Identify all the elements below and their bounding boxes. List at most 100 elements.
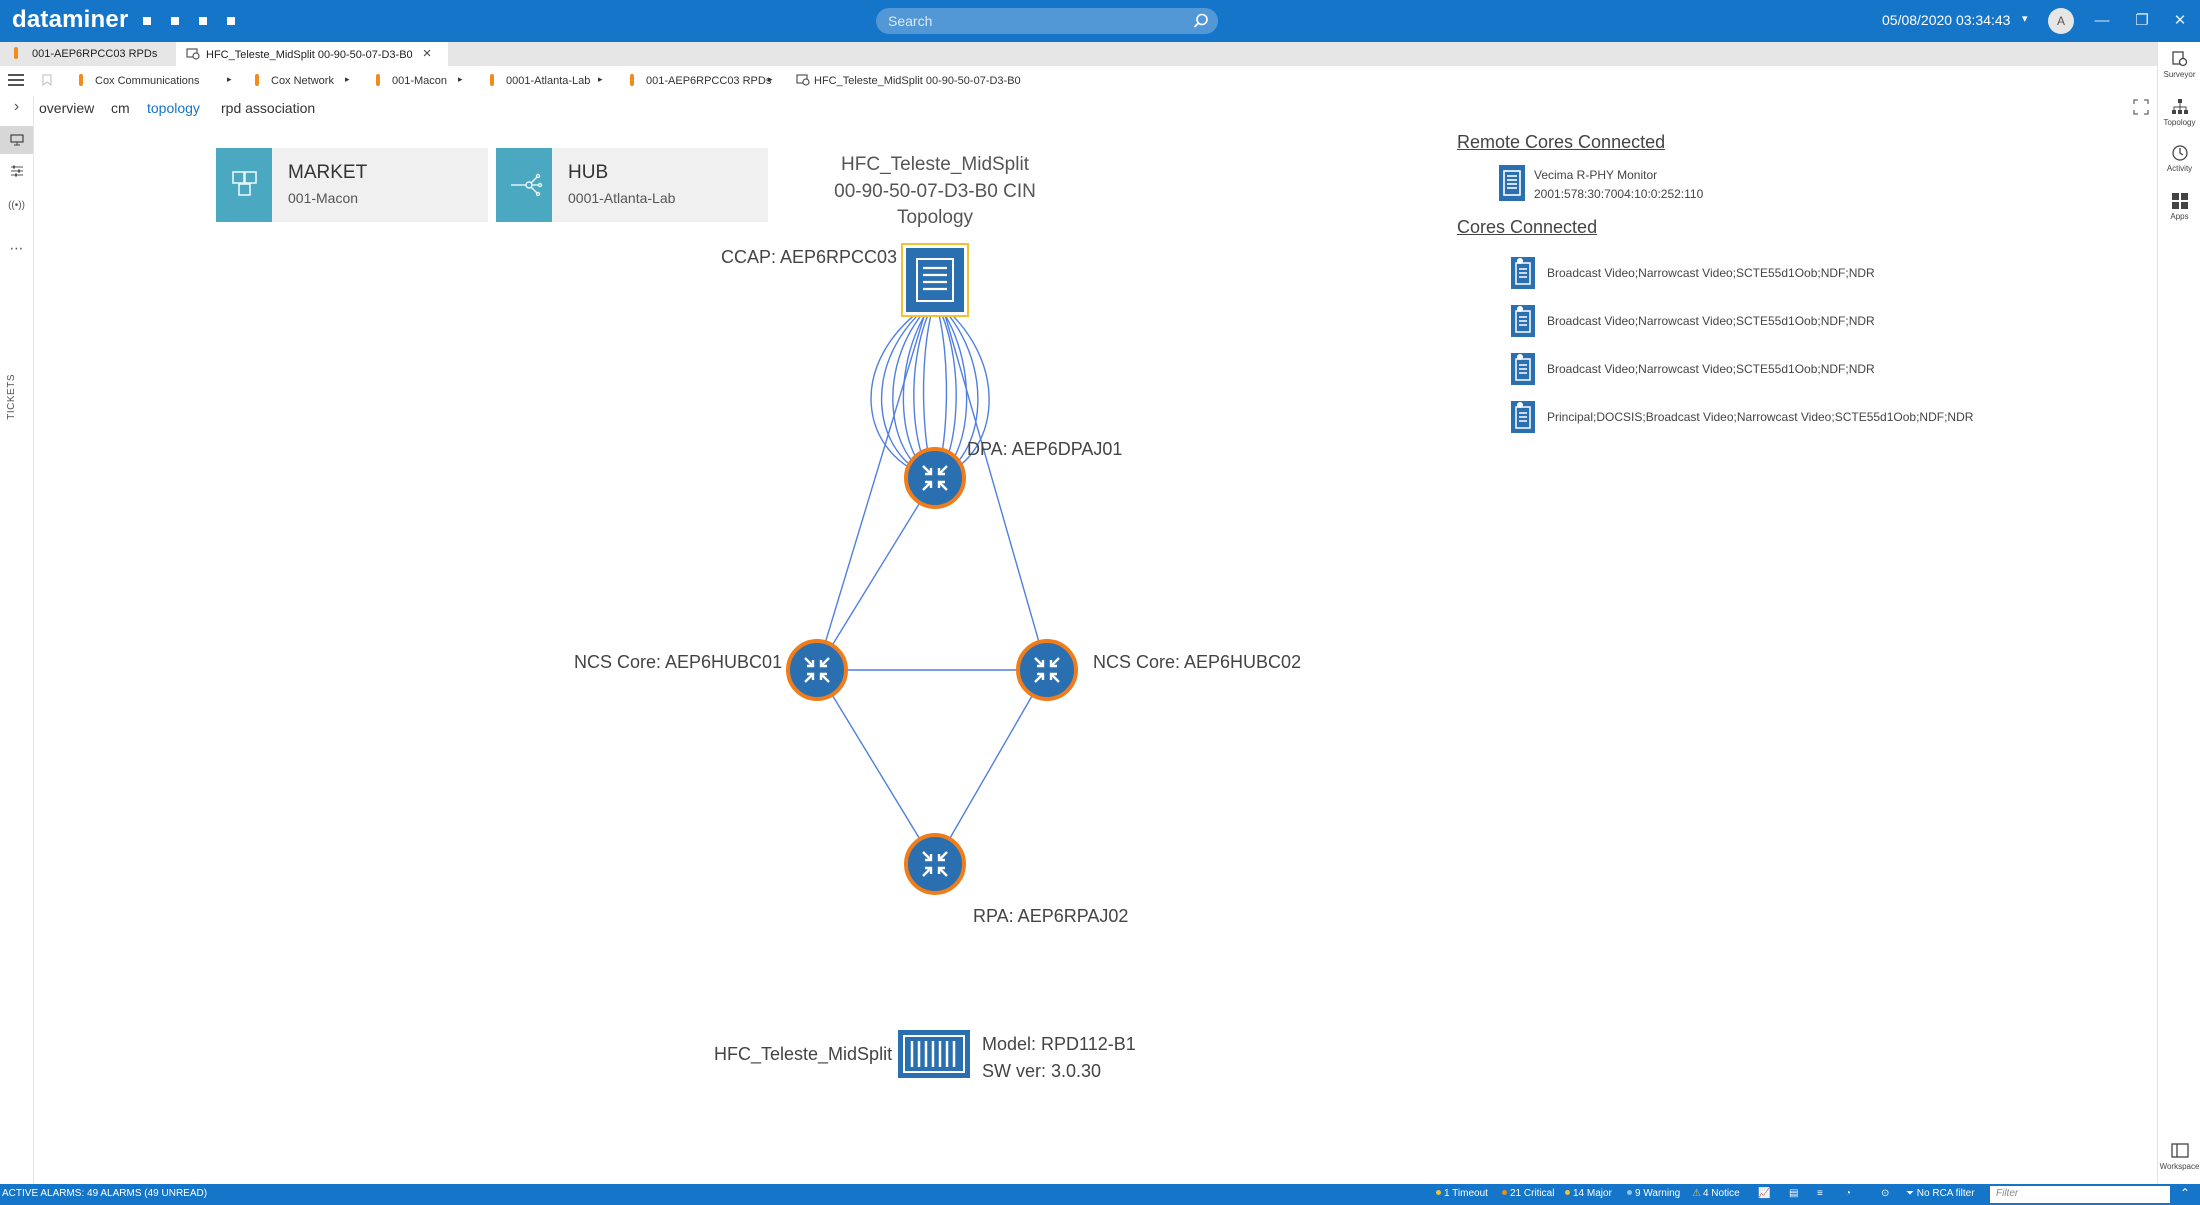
- chevron-right-icon[interactable]: ▸: [768, 74, 773, 84]
- pie-icon[interactable]: ◔: [1845, 1188, 1852, 1199]
- close-tab-icon[interactable]: ×: [422, 45, 432, 62]
- market-card[interactable]: MARKET 001-Macon: [216, 148, 488, 222]
- ncs-core-2-label: NCS Core: AEP6HUBC02: [1093, 652, 1302, 672]
- hub-card[interactable]: HUB 0001-Atlanta-Lab: [496, 148, 768, 222]
- ncs-core-2-node[interactable]: [1016, 639, 1078, 701]
- tab-strip: 001-AEP6RPCC03 RPDs HFC_Teleste_MidSplit…: [0, 42, 2157, 66]
- activity-button[interactable]: Activity: [2158, 144, 2200, 173]
- tab-label: HFC_Teleste_MidSplit 00-90-50-07-D3-B0: [206, 49, 413, 61]
- bookmark-icon[interactable]: [42, 74, 52, 86]
- left-rail: › ((•)) ⋯ TICKETS: [0, 96, 34, 1184]
- breadcrumb-item-cox-communications[interactable]: Cox Communications: [79, 74, 200, 87]
- market-value: 001-Macon: [288, 190, 359, 206]
- breadcrumb-item-atlanta-lab[interactable]: 0001-Atlanta-Lab: [490, 74, 590, 87]
- apps-button[interactable]: Apps: [2158, 192, 2200, 221]
- chevron-right-icon[interactable]: ▸: [227, 74, 232, 84]
- cores-connected-heading[interactable]: Cores Connected: [1457, 217, 1598, 237]
- rpd-device-node[interactable]: [898, 1030, 970, 1078]
- notice-count[interactable]: ⚠4 Notice: [1692, 1188, 1740, 1199]
- sort-icon[interactable]: ≡: [1817, 1188, 1823, 1199]
- ccap-node[interactable]: [901, 243, 969, 317]
- close-window-icon[interactable]: ✕: [2173, 12, 2187, 29]
- critical-label: 21 Critical: [1510, 1188, 1555, 1199]
- toolbar-square-3[interactable]: [199, 17, 207, 25]
- breadcrumb: Cox Communications ▸ Cox Network ▸ 001-M…: [0, 66, 2157, 96]
- warning-count[interactable]: 9 Warning: [1627, 1188, 1680, 1199]
- search-input[interactable]: Search: [876, 8, 1218, 34]
- surveyor-button[interactable]: Surveyor: [2158, 50, 2200, 79]
- core-service-icon: [1511, 305, 1535, 337]
- title-bar: dataminer Search 05/08/2020 03:34:43 ▾ A…: [0, 0, 2200, 42]
- remote-cores-heading[interactable]: Remote Cores Connected: [1457, 132, 1666, 152]
- minimize-icon[interactable]: —: [2094, 12, 2110, 29]
- rpa-node[interactable]: [904, 833, 966, 895]
- topology-title-line-3: Topology: [896, 207, 974, 228]
- chevron-right-icon[interactable]: ▸: [345, 74, 350, 84]
- funnel-icon: ⏷: [1906, 1188, 1914, 1199]
- sliders-icon[interactable]: [0, 164, 33, 181]
- major-label: 14 Major: [1573, 1188, 1612, 1199]
- trend-icon[interactable]: 📈: [1758, 1188, 1771, 1199]
- monitor-icon[interactable]: [0, 126, 33, 154]
- critical-count[interactable]: 21 Critical: [1502, 1188, 1554, 1199]
- tab-label: 001-AEP6RPCC03 RPDs: [32, 48, 158, 60]
- status-bar: ACTIVE ALARMS: 49 ALARMS (49 UNREAD) 1 T…: [0, 1184, 2200, 1205]
- view-marker-icon: [630, 74, 634, 86]
- hamburger-menu-icon[interactable]: [8, 74, 24, 89]
- dpa-node[interactable]: [904, 447, 966, 509]
- target-icon[interactable]: ⊙: [1881, 1188, 1890, 1199]
- major-count[interactable]: 14 Major: [1565, 1188, 1612, 1199]
- more-icon[interactable]: ⋯: [9, 240, 24, 256]
- toolbar-square-2[interactable]: [171, 17, 179, 25]
- tab-hfc-teleste[interactable]: HFC_Teleste_MidSplit 00-90-50-07-D3-B0 ×: [176, 42, 448, 66]
- breadcrumb-item-cox-network[interactable]: Cox Network: [255, 74, 334, 87]
- view-marker-icon: [79, 74, 83, 86]
- avatar[interactable]: A: [2048, 8, 2074, 34]
- view-icon: [186, 48, 200, 60]
- fullscreen-icon[interactable]: [2133, 99, 2149, 115]
- device-name-label: HFC_Teleste_MidSplit: [714, 1044, 893, 1064]
- hub-title: HUB: [568, 162, 609, 183]
- breadcrumb-item-current[interactable]: HFC_Teleste_MidSplit 00-90-50-07-D3-B0: [796, 74, 1021, 87]
- toolbar-square-1[interactable]: [143, 17, 151, 25]
- tab-cm[interactable]: cm: [111, 100, 130, 116]
- chevron-up-icon[interactable]: ⌃: [2180, 1186, 2191, 1200]
- chevron-right-icon[interactable]: ▸: [458, 74, 463, 84]
- search-placeholder: Search: [888, 13, 933, 29]
- topology-button[interactable]: Topology: [2158, 98, 2200, 127]
- caret-down-icon[interactable]: ▾: [2022, 13, 2028, 25]
- rpa-label: RPA: AEP6RPAJ02: [973, 906, 1129, 926]
- apps-grid-icon: [2171, 193, 2188, 209]
- timeout-label: 1 Timeout: [1444, 1188, 1488, 1199]
- breadcrumb-item-rpds[interactable]: 001-AEP6RPCC03 RPDs: [630, 74, 771, 87]
- tab-overview[interactable]: overview: [39, 100, 95, 116]
- workspace-button[interactable]: Workspace: [2158, 1142, 2200, 1171]
- search-icon[interactable]: [1192, 12, 1210, 30]
- ncs-core-1-node[interactable]: [786, 639, 848, 701]
- timeout-count[interactable]: 1 Timeout: [1436, 1188, 1488, 1199]
- list-view-icon[interactable]: ▤: [1789, 1188, 1799, 1199]
- app-logo[interactable]: dataminer: [12, 6, 129, 33]
- topology-icon: [2171, 99, 2188, 114]
- chevron-right-icon[interactable]: ▸: [598, 74, 603, 84]
- filter-search-icon[interactable]: ⌕: [2150, 1187, 2157, 1201]
- alarm-filter-input[interactable]: Filter: [1990, 1186, 2170, 1203]
- breadcrumb-item-macon[interactable]: 001-Macon: [376, 74, 447, 87]
- notice-label: 4 Notice: [1702, 1188, 1740, 1199]
- broadcast-icon[interactable]: ((•)): [8, 200, 25, 211]
- tab-topology[interactable]: topology: [147, 100, 200, 116]
- tab-rpds[interactable]: 001-AEP6RPCC03 RPDs: [14, 42, 174, 66]
- view-marker-icon: [255, 74, 259, 86]
- rca-filter[interactable]: ⏷ No RCA filter: [1906, 1188, 1975, 1199]
- view-marker-icon: [490, 74, 494, 86]
- activity-label: Activity: [2166, 164, 2193, 173]
- active-alarms-summary[interactable]: ACTIVE ALARMS: 49 ALARMS (49 UNREAD): [2, 1188, 208, 1199]
- tab-rpd-association[interactable]: rpd association: [221, 100, 316, 116]
- breadcrumb-label: HFC_Teleste_MidSplit 00-90-50-07-D3-B0: [814, 75, 1021, 87]
- restore-icon[interactable]: ❐: [2135, 12, 2149, 29]
- warning-label: 9 Warning: [1635, 1188, 1681, 1199]
- toolbar-square-4[interactable]: [227, 17, 235, 25]
- hub-icon: [496, 148, 552, 222]
- expand-chevron-icon[interactable]: ›: [13, 98, 20, 115]
